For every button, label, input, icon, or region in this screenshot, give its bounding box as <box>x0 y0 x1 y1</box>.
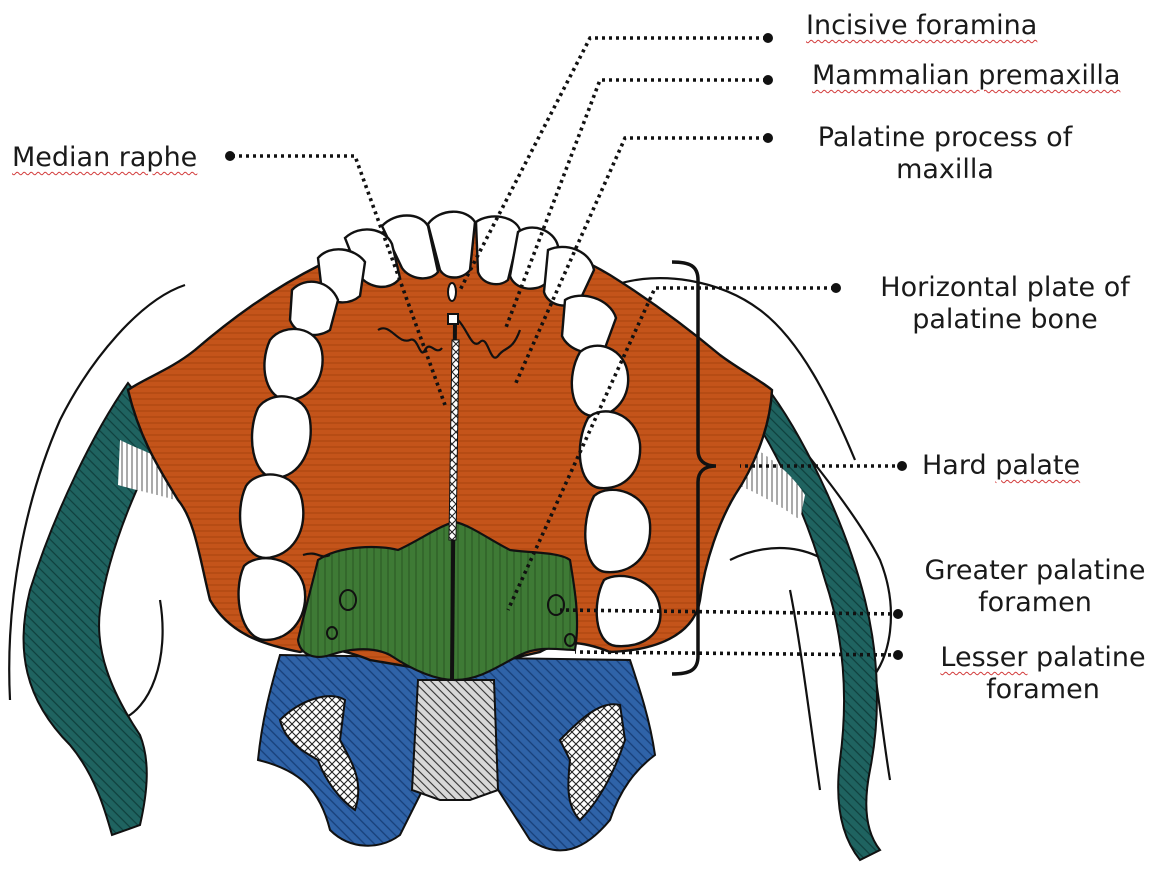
label-mammalian-premaxilla: Mammalian premaxilla <box>812 60 1120 92</box>
incisive-foramen <box>448 283 456 301</box>
label-greater-palatine-line2: foramen <box>900 587 1170 619</box>
label-median-raphe: Median raphe <box>12 142 197 174</box>
leader-dot-icon <box>763 75 773 85</box>
vomer-region <box>412 680 498 800</box>
label-palatine-process-line2: maxilla <box>795 154 1095 186</box>
leader-dot-icon <box>763 133 773 143</box>
label-hard-palate-word: palate <box>995 450 1080 481</box>
leader-dot-icon <box>893 650 903 660</box>
label-lesser-word: Lesser <box>940 642 1027 673</box>
label-greater-palatine: Greater palatine foramen <box>900 555 1170 619</box>
leader-dot-icon <box>763 33 773 43</box>
label-palatine-process: Palatine process of maxilla <box>795 122 1095 186</box>
label-greater-palatine-line1: Greater palatine <box>900 555 1170 587</box>
label-lesser-palatine-line1: Lesser palatine <box>912 642 1174 674</box>
label-hard-palate: Hard palate <box>922 450 1080 482</box>
label-horizontal-plate-line1: Horizontal plate of <box>850 272 1160 304</box>
label-lesser-palatine: Lesser palatine foramen <box>912 642 1174 706</box>
label-palatine-process-line1: Palatine process of <box>795 122 1095 154</box>
label-horizontal-plate: Horizontal plate of palatine bone <box>850 272 1160 336</box>
label-incisive-foramina: Incisive foramina <box>806 10 1037 42</box>
label-lesser-palatine-line2: foramen <box>912 674 1174 706</box>
zygomatic-arch-right <box>752 385 880 860</box>
leader-dot-icon <box>831 283 841 293</box>
label-horizontal-plate-line2: palatine bone <box>850 304 1160 336</box>
incisive-foramen-2 <box>448 314 458 324</box>
leader-dot-icon <box>897 461 907 471</box>
leader-dot-icon <box>225 151 235 161</box>
